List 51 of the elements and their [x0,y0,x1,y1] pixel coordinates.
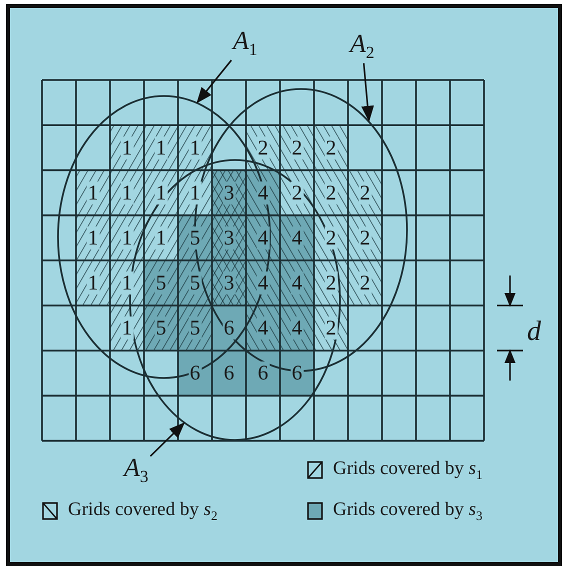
cell-number: 2 [290,136,304,160]
cell-number: 2 [324,316,338,340]
cell-number: 5 [154,316,168,340]
cell-number: 1 [154,181,168,204]
cell-number: 5 [188,226,202,250]
cell-number: 5 [154,271,168,294]
circle-label: A$_{3}$ [124,455,148,486]
cell-number: 1 [188,136,202,160]
cell-number: 2 [358,271,372,294]
leader-arrow [361,63,374,122]
cell-number: 4 [256,271,270,294]
cell-number: 5 [188,316,202,340]
cell-number: 3 [222,226,236,250]
cell-number: 2 [324,136,338,160]
legend-label: Grids covered by s$_{1}$ [333,459,483,481]
cell-number: 4 [256,181,270,204]
cell-number: 1 [120,271,134,294]
cell-number: 1 [120,136,134,160]
cell-number: 1 [188,181,202,204]
leader-arrow [150,422,185,457]
leader-arrow [196,60,232,104]
circle-label: A$_{2}$ [350,31,374,62]
cell-number: 4 [290,271,304,294]
dimension-label: d [527,318,541,346]
legend-label: Grids covered by s$_{3}$ [333,500,483,522]
cell-number: 1 [120,316,134,340]
cell-number: 1 [86,181,100,204]
coverage-circle [129,159,341,441]
cell-number: 2 [358,181,372,204]
cell-number: 4 [256,226,270,250]
coverage-circle [57,95,271,379]
cell-number: 4 [256,316,270,340]
cell-number: 3 [222,181,236,204]
cell-number: 4 [290,226,304,250]
cell-number: 5 [188,271,202,294]
cell-number: 1 [86,271,100,294]
cell-number: 4 [290,316,304,340]
cell-number: 2 [324,226,338,250]
cell-number: 3 [222,271,236,294]
cell-number: 1 [154,136,168,160]
cell-number: 1 [120,181,134,204]
cell-number: 2 [290,181,304,204]
cell-number: 2 [256,136,270,160]
cell-number: 2 [324,181,338,204]
cell-number: 1 [120,226,134,250]
cell-number: 1 [86,226,100,250]
cell-number: 2 [324,271,338,294]
circle-label: A$_{1}$ [233,28,258,58]
cell-number: 2 [358,226,372,250]
cell-number: 1 [154,226,168,250]
legend-label: Grids covered by s$_{2}$ [68,500,218,522]
